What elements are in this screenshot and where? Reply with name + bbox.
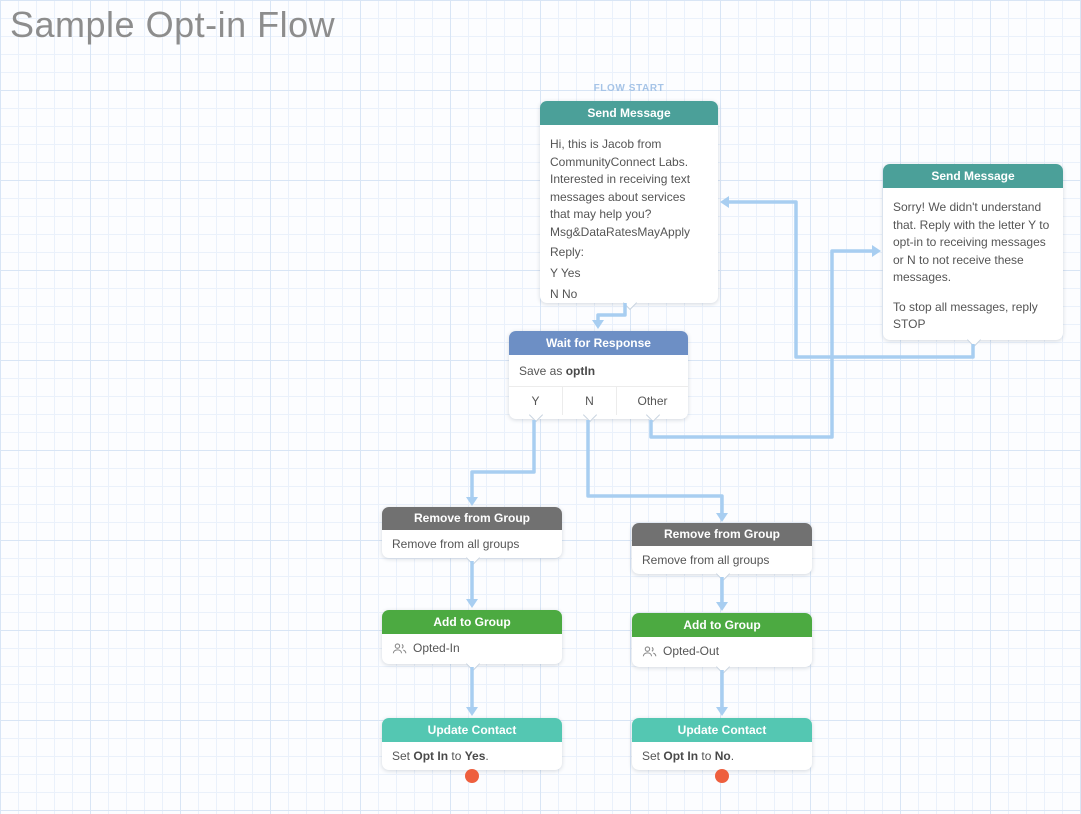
category-y[interactable]: Y — [509, 387, 563, 423]
node-wait-for-response[interactable]: Wait for Response Save as optIn Y N Othe… — [509, 331, 688, 423]
arrowhead — [716, 513, 728, 522]
update-text: Set Opt In to Yes. — [392, 749, 489, 763]
node-body-remove-group-right[interactable]: Remove from all groups — [632, 546, 812, 575]
arrowhead — [720, 196, 729, 208]
node-add-to-group-left[interactable]: Add to Group Opted-In — [382, 610, 562, 672]
exit-notch-other[interactable] — [645, 407, 661, 423]
group-name: Opted-In — [413, 641, 460, 655]
group-icon — [642, 645, 657, 658]
category-other[interactable]: Other — [617, 387, 688, 423]
arrowhead — [466, 497, 478, 506]
connector-n-to-remove-right — [586, 420, 724, 513]
node-add-to-group-right[interactable]: Add to Group Opted-Out — [632, 613, 812, 675]
update-text: Set Opt In to No. — [642, 749, 735, 763]
node-header-update-contact-right[interactable]: Update Contact — [632, 718, 812, 742]
save-variable: optIn — [565, 364, 596, 378]
node-body-add-group-right[interactable]: Opted-Out — [632, 637, 812, 666]
node-body-send-message-1[interactable]: Hi, this is Jacob from CommunityConnect … — [540, 125, 718, 312]
arrowhead — [466, 599, 478, 608]
node-update-contact-left[interactable]: Update Contact Set Opt In to Yes. — [382, 718, 562, 783]
node-body-add-group-left[interactable]: Opted-In — [382, 634, 562, 663]
arrowhead — [716, 707, 728, 716]
save-prefix: Save as — [519, 364, 566, 378]
node-body-send-message-2[interactable]: Sorry! We didn't understand that. Reply … — [883, 188, 1063, 342]
remove-group-text: Remove from all groups — [392, 537, 520, 551]
page-title: Sample Opt-in Flow — [10, 4, 336, 45]
node-header-wait-for-response[interactable]: Wait for Response — [509, 331, 688, 355]
message-line-n: N No — [550, 287, 578, 301]
category-other-label: Other — [637, 394, 668, 408]
flow-start-label: FLOW START — [593, 83, 665, 94]
node-send-message-1[interactable]: Send Message Hi, this is Jacob from Comm… — [540, 101, 718, 311]
category-row: Y N Other — [509, 387, 688, 423]
node-send-message-2[interactable]: Send Message Sorry! We didn't understand… — [883, 164, 1063, 348]
node-header-send-message-1[interactable]: Send Message — [540, 101, 718, 125]
node-body-remove-group-left[interactable]: Remove from all groups — [382, 530, 562, 559]
arrowhead — [716, 602, 728, 611]
group-icon — [392, 642, 407, 655]
message-text: Hi, this is Jacob from CommunityConnect … — [550, 137, 691, 239]
unconnected-exit-dot[interactable] — [465, 769, 479, 783]
node-body-update-contact-right[interactable]: Set Opt In to No. — [632, 742, 812, 771]
node-header-add-group-left[interactable]: Add to Group — [382, 610, 562, 634]
node-header-update-contact-left[interactable]: Update Contact — [382, 718, 562, 742]
connector-y-to-remove-left — [470, 420, 536, 497]
node-header-send-message-2[interactable]: Send Message — [883, 164, 1063, 188]
node-body-update-contact-left[interactable]: Set Opt In to Yes. — [382, 742, 562, 771]
save-result-row[interactable]: Save as optIn — [509, 355, 688, 387]
message-paragraph-1: Sorry! We didn't understand that. Reply … — [893, 200, 1050, 284]
node-remove-from-group-right[interactable]: Remove from Group Remove from all groups — [632, 523, 812, 582]
node-header-remove-group-left[interactable]: Remove from Group — [382, 507, 562, 530]
exit-notch-n[interactable] — [582, 407, 598, 423]
category-n[interactable]: N — [563, 387, 617, 423]
remove-group-text: Remove from all groups — [642, 553, 770, 567]
group-name: Opted-Out — [663, 644, 720, 658]
node-header-add-group-right[interactable]: Add to Group — [632, 613, 812, 637]
node-header-remove-group-right[interactable]: Remove from Group — [632, 523, 812, 546]
node-remove-from-group-left[interactable]: Remove from Group Remove from all groups — [382, 507, 562, 566]
node-update-contact-right[interactable]: Update Contact Set Opt In to No. — [632, 718, 812, 783]
message-line-y: Y Yes — [550, 266, 581, 280]
category-n-label: N — [585, 394, 594, 408]
arrowhead — [592, 320, 604, 329]
arrowhead — [466, 707, 478, 716]
message-line-reply: Reply: — [550, 245, 585, 259]
unconnected-exit-dot[interactable] — [715, 769, 729, 783]
arrowhead — [872, 245, 881, 257]
message-paragraph-2: To stop all messages, reply STOP — [893, 299, 1038, 332]
exit-notch-y[interactable] — [528, 407, 544, 423]
category-y-label: Y — [531, 394, 540, 408]
